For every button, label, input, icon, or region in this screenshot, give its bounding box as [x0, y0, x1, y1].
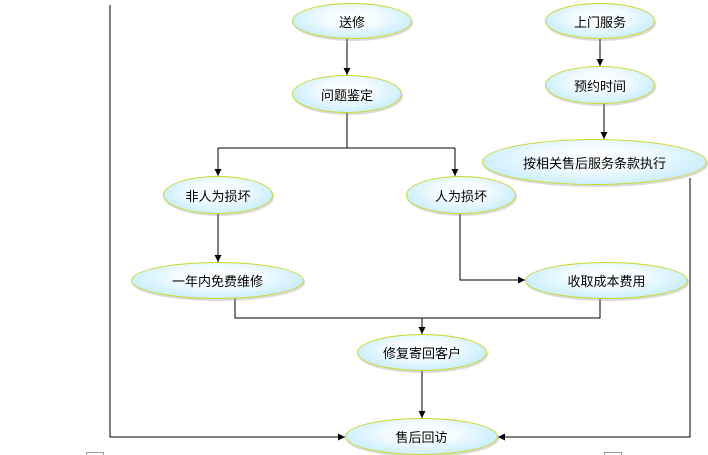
line-free-down	[234, 298, 601, 319]
line-left-to-follow-up	[109, 5, 345, 441]
node-diagnosis-label: 问题鉴定	[320, 88, 373, 104]
node-free-repair-year-label: 一年内免费维修	[171, 275, 263, 290]
node-non-human-damage-label: 非人为损坏	[185, 189, 251, 205]
node-per-policy[interactable]: 按相关售后服务条款执行	[482, 139, 707, 185]
node-return-to-customer[interactable]: 修复寄回客户	[357, 334, 487, 371]
node-appointment[interactable]: 预约时间	[545, 66, 655, 104]
bottom-left-edge-mark	[86, 452, 104, 455]
node-diagnosis[interactable]: 问题鉴定	[292, 75, 402, 113]
node-return-to-customer-label: 修复寄回客户	[382, 347, 461, 362]
arrow-human-to-charge	[459, 214, 525, 284]
node-charge-cost-label: 收取成本费用	[567, 275, 646, 290]
node-free-repair-year[interactable]: 一年内免费维修	[131, 262, 304, 299]
node-human-damage-label: 人为损坏	[434, 189, 487, 205]
node-follow-up-label: 售后回访	[395, 431, 448, 446]
node-follow-up[interactable]: 售后回访	[345, 418, 498, 455]
node-send-repair-label: 送修	[338, 15, 365, 31]
node-charge-cost[interactable]: 收取成本费用	[525, 262, 688, 299]
node-send-repair[interactable]: 送修	[292, 3, 412, 39]
node-onsite-service[interactable]: 上门服务	[545, 3, 655, 39]
node-appointment-label: 预约时间	[573, 79, 626, 95]
node-onsite-service-label: 上门服务	[573, 15, 626, 31]
node-non-human-damage[interactable]: 非人为损坏	[163, 176, 273, 214]
node-per-policy-label: 按相关售后服务条款执行	[522, 156, 666, 172]
node-human-damage[interactable]: 人为损坏	[406, 176, 516, 214]
bottom-right-edge-mark	[604, 452, 622, 455]
line-right-to-follow-up	[498, 178, 691, 441]
